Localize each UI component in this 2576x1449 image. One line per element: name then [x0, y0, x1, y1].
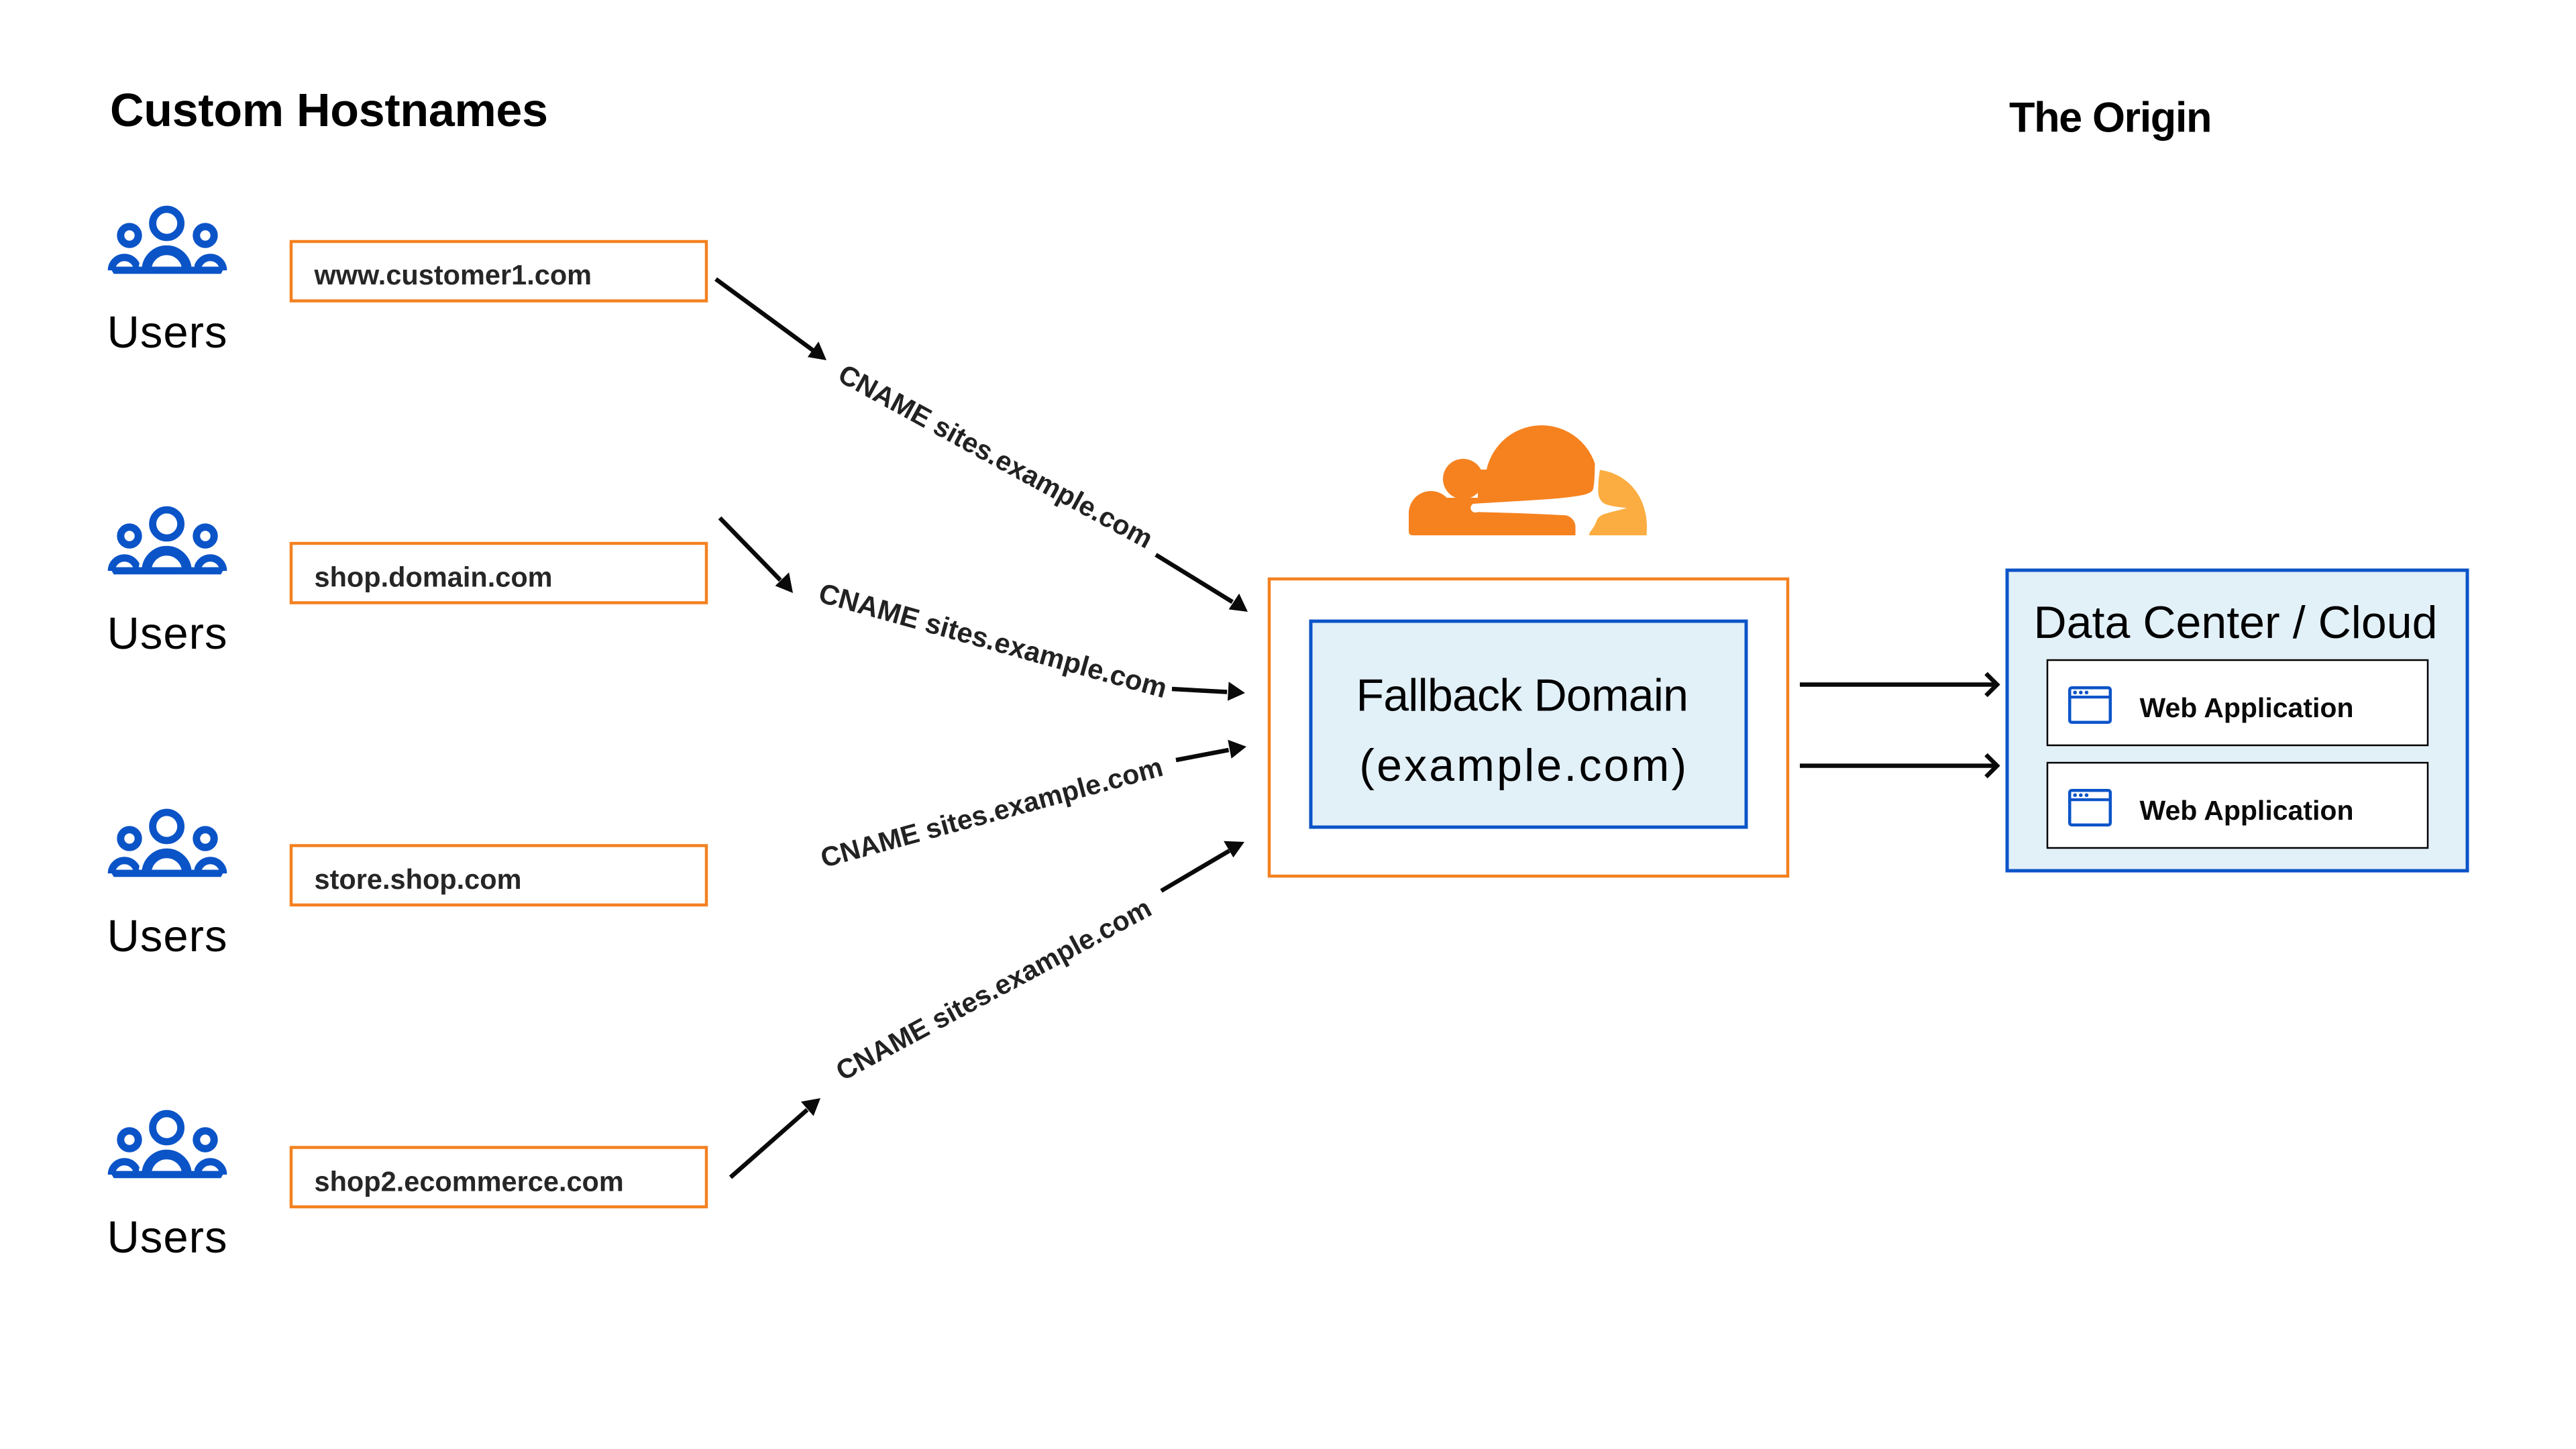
svg-text:Data Center / Cloud: Data Center / Cloud: [2034, 597, 2438, 648]
svg-text:Web Application: Web Application: [2140, 692, 2354, 723]
svg-text:store.shop.com: store.shop.com: [315, 863, 522, 895]
svg-text:Web Application: Web Application: [2140, 795, 2354, 826]
svg-text:Users: Users: [107, 1212, 227, 1263]
svg-text:CNAME sites.example.com: CNAME sites.example.com: [816, 577, 1171, 704]
svg-text:Users: Users: [107, 307, 227, 358]
svg-text:CNAME sites.example.com: CNAME sites.example.com: [830, 892, 1156, 1087]
svg-text:Fallback Domain: Fallback Domain: [1356, 670, 1689, 721]
svg-text:The Origin: The Origin: [2009, 95, 2212, 142]
svg-text:Users: Users: [107, 911, 227, 961]
svg-text:shop.domain.com: shop.domain.com: [315, 561, 553, 593]
svg-text:CNAME sites.example.com: CNAME sites.example.com: [817, 751, 1166, 873]
svg-text:CNAME sites.example.com: CNAME sites.example.com: [833, 358, 1158, 554]
svg-text:Custom Hostnames: Custom Hostnames: [110, 84, 548, 136]
svg-text:Users: Users: [107, 608, 227, 659]
svg-text:www.customer1.com: www.customer1.com: [314, 259, 592, 290]
svg-text:shop2.ecommerce.com: shop2.ecommerce.com: [315, 1166, 624, 1197]
